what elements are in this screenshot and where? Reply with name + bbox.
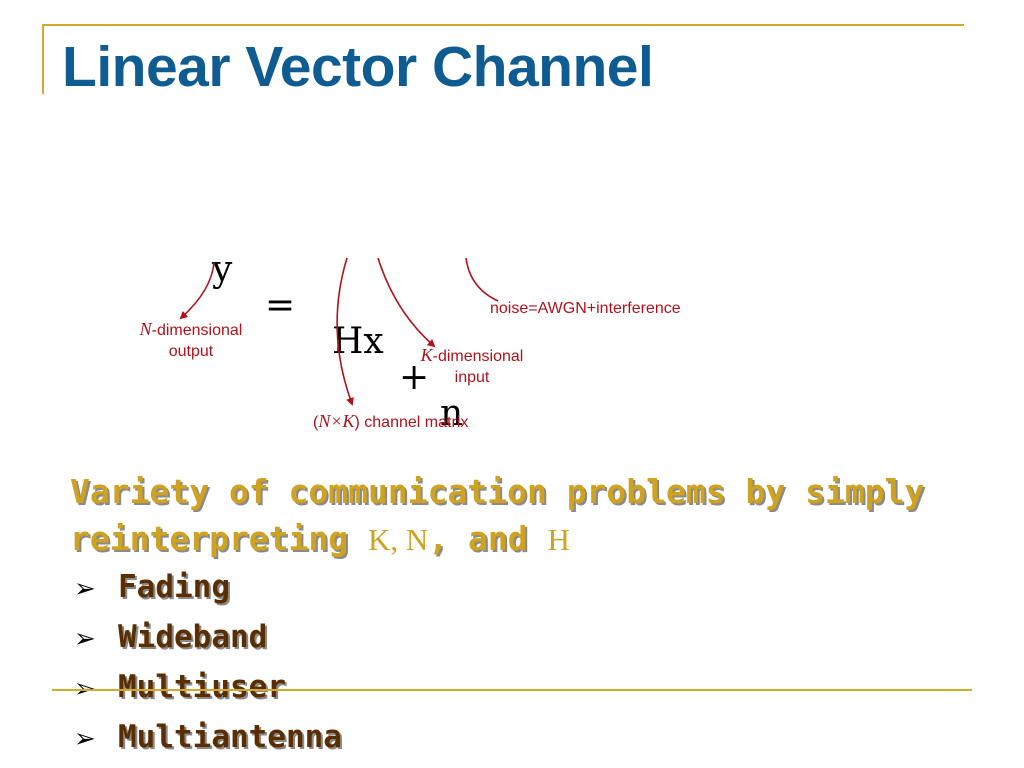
arrow-to-matrix bbox=[336, 257, 354, 406]
left-rule bbox=[42, 24, 44, 94]
body-text: Variety of communication problems by sim… bbox=[70, 468, 1000, 563]
arrowhead-bullet-icon: ➢ bbox=[74, 574, 96, 604]
list-item-label: Fading bbox=[118, 569, 230, 605]
body-symbols-kn: K, N bbox=[368, 522, 429, 557]
list-item: ➢ Wideband bbox=[74, 613, 342, 663]
noise-annotation: noise=AWGN+interference bbox=[490, 300, 681, 317]
list-item: ➢ Fading bbox=[74, 563, 342, 613]
list-item-label: Multiuser bbox=[118, 669, 286, 705]
input-dim-label: -dimensional bbox=[432, 348, 524, 365]
slide-title: Linear Vector Channel bbox=[62, 35, 654, 99]
input-label: input bbox=[454, 369, 490, 386]
output-label: output bbox=[168, 343, 214, 360]
arrow-to-noise bbox=[465, 257, 499, 302]
list-item-label: Wideband bbox=[118, 619, 268, 655]
body-line-2: reinterpreting K, N, and H bbox=[70, 515, 1000, 563]
arrow-to-input bbox=[377, 257, 436, 348]
input-dim-var: K bbox=[420, 345, 433, 365]
arrow-to-output bbox=[179, 261, 215, 320]
equation-channel-input: Hx bbox=[332, 321, 384, 362]
arrowhead-bullet-icon: ➢ bbox=[74, 624, 96, 654]
matrix-open-paren: ( bbox=[313, 414, 319, 431]
equation-output-y: y bbox=[212, 249, 233, 290]
problem-list: ➢ Fading ➢ Wideband ➢Multiuser ➢ Multianten… bbox=[74, 563, 342, 763]
matrix-label: channel matrix bbox=[359, 414, 469, 431]
list-item: ➢Multiuser bbox=[74, 663, 342, 713]
body-line-1: Variety of communication problems by sim… bbox=[70, 472, 925, 511]
matrix-close-paren: ) bbox=[354, 414, 360, 431]
output-dim-label: -dimensional bbox=[151, 322, 243, 339]
output-annotation: N-dimensional output bbox=[126, 319, 256, 362]
top-rule bbox=[42, 24, 964, 26]
input-annotation: K-dimensional input bbox=[412, 345, 532, 388]
body-line-2-middle: , and bbox=[428, 519, 548, 558]
matrix-dims: N×K bbox=[318, 411, 355, 431]
arrowhead-bullet-icon: ➢ bbox=[74, 724, 96, 754]
body-line-2-start: reinterpreting bbox=[70, 519, 369, 558]
bottom-rule bbox=[52, 689, 972, 691]
list-item: ➢ Multiantenna bbox=[74, 713, 342, 763]
equation-noise-n: n bbox=[440, 393, 464, 434]
list-item-label: Multiantenna bbox=[118, 719, 342, 755]
equation-plus: + bbox=[399, 357, 430, 398]
matrix-annotation: (N×K) channel matrix bbox=[313, 411, 468, 433]
channel-equation: y = Hx + n bbox=[212, 216, 463, 468]
output-dim-var: N bbox=[139, 319, 152, 339]
body-symbol-h: H bbox=[547, 522, 570, 557]
equation-equals: = bbox=[265, 285, 296, 326]
